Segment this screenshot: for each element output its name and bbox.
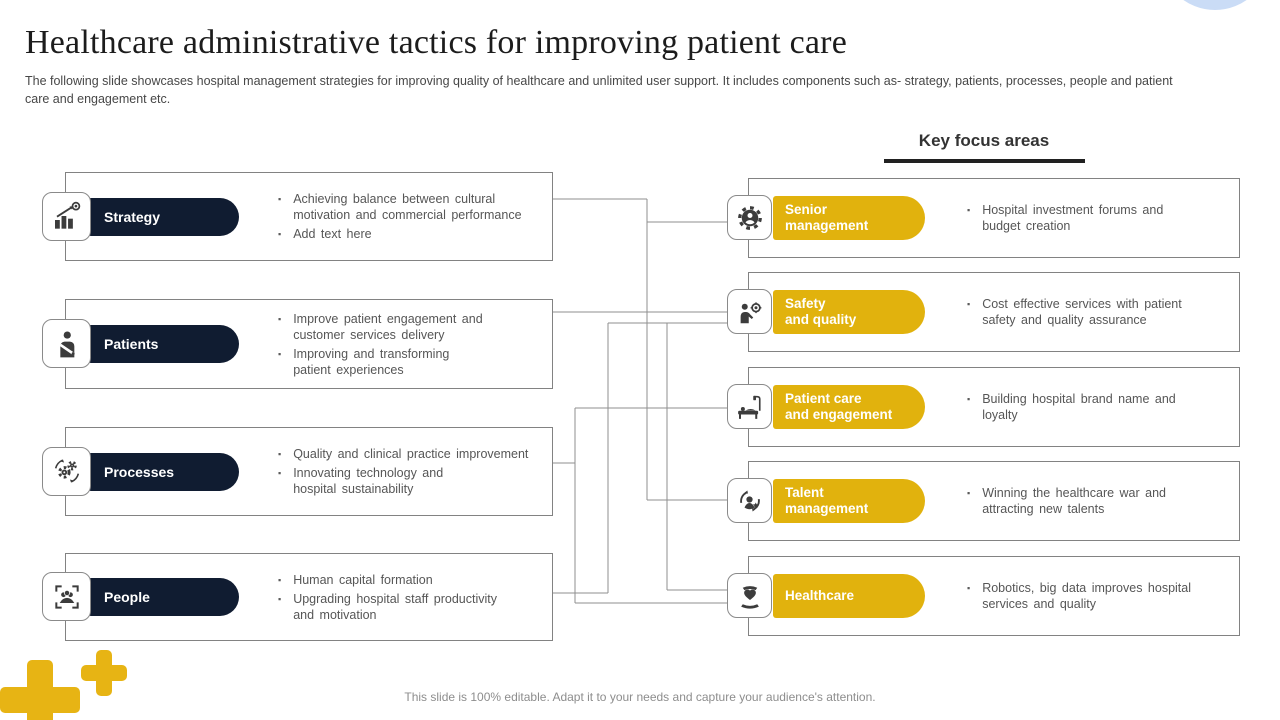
gears-icon [42,446,91,496]
processes-row: Processes Quality and clinical practice … [42,427,553,516]
talent-management-row: Talent management Winning the healthcare… [727,461,1240,541]
list-item: Robotics, big data improves hospital ser… [967,580,1229,612]
people-focus-icon [42,572,91,621]
list-item: Cost effective services with patient saf… [967,296,1229,328]
quality-presenter-icon [727,289,772,334]
processes-label: Processes [88,452,239,491]
key-focus-areas-heading: Key focus areas [918,131,1050,150]
list-item: Improving and transforming patient exper… [278,346,578,378]
talent-rotation-icon [727,478,772,523]
heading-underline [884,159,1085,163]
strategy-row: Strategy Achieving balance between cultu… [42,172,553,261]
list-item: Building hospital brand name and loyalty [967,391,1229,423]
list-item: Human capital formation [278,572,578,588]
list-item: Upgrading hospital staff productivity an… [278,591,578,623]
patient-icon [42,319,91,368]
hospital-bed-icon [727,384,772,429]
page-title: Healthcare administrative tactics for im… [25,24,847,61]
people-row: People Human capital formation Upgrading… [42,553,553,641]
footer-note: This slide is 100% editable. Adapt it to… [404,690,876,704]
list-item: Add text here [278,226,578,242]
patient-care-label: Patient care and engagement [773,385,925,429]
people-label: People [88,578,239,616]
hands-heart-icon [727,573,772,618]
patients-label: Patients [88,325,239,363]
patients-row: Patients Improve patient engagement and … [42,299,553,389]
list-item: Innovating technology and hospital susta… [278,465,578,497]
list-item: Hospital investment forums and budget cr… [967,202,1229,234]
senior-management-label: Senior management [773,196,925,240]
patient-care-row: Patient care and engagement Building hos… [727,367,1240,447]
healthcare-row: Healthcare Robotics, big data improves h… [727,556,1240,636]
strategy-label: Strategy [88,197,239,236]
growth-chart-icon [42,191,91,241]
healthcare-label: Healthcare [773,574,925,618]
list-item: Achieving balance between cultural motiv… [278,191,578,223]
list-item: Winning the healthcare war and attractin… [967,485,1229,517]
page-subtitle: The following slide showcases hospital m… [25,74,1173,107]
gear-person-icon [727,195,772,240]
list-item: Quality and clinical practice improvemen… [278,446,578,462]
safety-quality-label: Safety and quality [773,290,925,334]
talent-management-label: Talent management [773,479,925,523]
plus-decoration [81,665,127,681]
list-item: Improve patient engagement and customer … [278,311,578,343]
senior-management-row: Senior management Hospital investment fo… [727,178,1240,258]
plus-decoration [0,687,80,713]
safety-quality-row: Safety and quality Cost effective servic… [727,272,1240,352]
